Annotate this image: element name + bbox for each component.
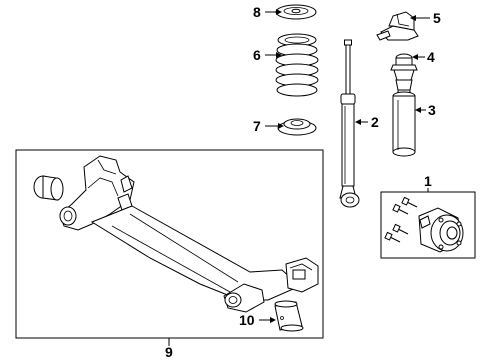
dust-boot bbox=[392, 91, 416, 157]
wheel-hub-assembly bbox=[384, 196, 464, 253]
callout-1: 1 bbox=[424, 173, 432, 189]
callout-5: 5 bbox=[433, 10, 441, 26]
hub-bolt bbox=[392, 223, 409, 235]
bump-stop bbox=[390, 53, 418, 100]
callout-3: 3 bbox=[428, 102, 436, 118]
left-bushing bbox=[33, 175, 64, 201]
upper-shock-mount bbox=[376, 11, 419, 41]
hub-bolt bbox=[384, 231, 401, 243]
callout-8: 8 bbox=[253, 4, 261, 20]
callout-9: 9 bbox=[165, 344, 173, 360]
hub-bolt bbox=[401, 196, 418, 208]
shock-absorber bbox=[339, 39, 360, 208]
callout-7: 7 bbox=[253, 118, 261, 134]
callout-2: 2 bbox=[371, 114, 379, 130]
axle-bushing bbox=[274, 300, 304, 332]
leader-lines bbox=[168, 9, 430, 346]
hub-bolt bbox=[392, 203, 409, 215]
lower-spring-seat bbox=[277, 118, 317, 136]
coil-spring bbox=[275, 33, 319, 97]
callout-10: 10 bbox=[239, 312, 255, 328]
callout-6: 6 bbox=[253, 47, 261, 63]
rear-axle-beam bbox=[33, 155, 319, 313]
callout-4: 4 bbox=[427, 49, 435, 65]
